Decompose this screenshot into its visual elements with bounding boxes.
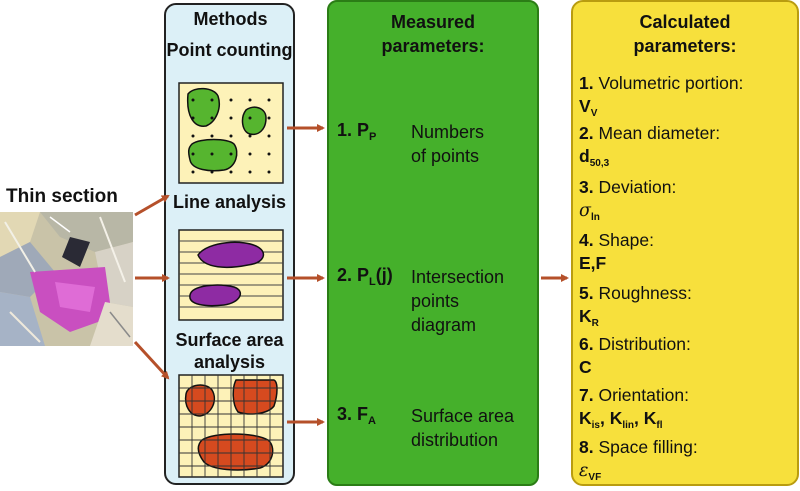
symbol-main: E,F — [579, 253, 607, 273]
item-number: 2. — [337, 265, 353, 285]
item-symbol: C — [579, 355, 794, 379]
item-subscript: L — [369, 276, 376, 288]
item-number: 4. — [579, 230, 594, 250]
line-analysis-label: Line analysis — [172, 192, 287, 212]
calculated-item-6: 6. Distribution: C — [579, 333, 794, 379]
thin-section-image — [0, 212, 133, 346]
desc-line: distribution — [411, 430, 499, 450]
item-number: 7. — [579, 385, 594, 405]
calculated-title-line2: parameters: — [633, 36, 737, 56]
calculated-parameters-title: Calculated parameters: — [571, 10, 799, 58]
item-name: Roughness: — [598, 283, 692, 303]
item-suffix: (j) — [375, 265, 393, 285]
calculated-title-line1: Calculated — [639, 12, 731, 32]
measured-item-2-code: 2. PL(j) — [337, 265, 393, 288]
measured-item-2-desc: Intersection points diagram — [411, 265, 504, 337]
symbol-subscript: 50,3 — [589, 158, 610, 169]
calculated-item-8: 8. Space filling: εVF — [579, 436, 794, 490]
point-counting-sample — [178, 82, 284, 184]
surface-area-label: Surface area analysis — [164, 329, 295, 373]
item-name: Space filling: — [598, 437, 698, 457]
symbol-subscript: is — [591, 420, 600, 431]
calculated-parameters-panel — [571, 0, 799, 486]
desc-line: Numbers — [411, 122, 485, 142]
calculated-item-3: 3. Deviation: σln — [579, 176, 794, 230]
item-symbol: εVF — [579, 458, 794, 490]
item-subscript: A — [368, 415, 376, 427]
calculated-item-1: 1. Volumetric portion: VV — [579, 72, 794, 126]
item-number: 6. — [579, 334, 594, 354]
item-name: Orientation: — [598, 385, 689, 405]
symbol-subscript: lin — [622, 420, 635, 431]
calculated-item-2: 2. Mean diameter: d50,3 — [579, 122, 794, 176]
item-name: Volumetric portion: — [598, 73, 744, 93]
measured-item-1-desc: Numbers of points — [411, 120, 484, 168]
item-number: 3. — [337, 404, 353, 424]
measured-parameters-title: Measured parameters: — [327, 10, 539, 58]
symbol-main: K — [609, 408, 623, 428]
line-analysis-sample — [178, 229, 284, 321]
item-number: 3. — [579, 177, 594, 197]
symbol-subscript: fl — [656, 420, 663, 431]
symbol-subscript: VF — [588, 472, 602, 483]
symbol-main: K — [643, 408, 657, 428]
desc-line: of points — [411, 146, 480, 166]
symbol-main: K — [579, 306, 592, 326]
item-symbol: d50,3 — [579, 144, 794, 176]
measured-title-line2: parameters: — [381, 36, 485, 56]
item-number: 1. — [337, 120, 353, 140]
item-number: 1. — [579, 73, 594, 93]
item-name: Distribution: — [598, 334, 691, 354]
symbol-main: ε — [579, 461, 589, 481]
symbol-subscript: R — [591, 318, 599, 329]
symbol-main: d — [579, 146, 590, 166]
point-counting-label: Point counting — [166, 40, 293, 60]
item-number: 2. — [579, 123, 594, 143]
surface-area-label-line1: Surface area — [175, 330, 284, 350]
item-name: Mean diameter: — [598, 123, 721, 143]
item-symbol: VV — [579, 94, 794, 126]
thin-section-label: Thin section — [6, 186, 118, 207]
arrow-thin-to-point — [134, 194, 170, 217]
item-symbol: P — [357, 120, 370, 140]
item-symbol: KR — [579, 304, 794, 336]
methods-title: Methods — [193, 9, 268, 29]
item-name: Deviation: — [598, 177, 677, 197]
item-symbol: E,F — [579, 251, 794, 275]
item-symbol: P — [357, 265, 370, 285]
item-name: Shape: — [598, 230, 654, 250]
calculated-item-7: 7. Orientation: Kis, Klin, Kfl — [579, 384, 794, 438]
item-symbol: Kis, Klin, Kfl — [579, 408, 663, 431]
item-number: 8. — [579, 437, 594, 457]
measured-item-1-code: 1. PP — [337, 120, 376, 143]
measured-parameters-panel — [327, 0, 539, 486]
item-subscript: P — [369, 131, 377, 143]
item-number: 5. — [579, 283, 594, 303]
calculated-item-5: 5. Roughness: KR — [579, 282, 794, 336]
desc-line: Intersection — [411, 267, 505, 287]
symbol-main: C — [579, 357, 592, 377]
calculated-item-4: 4. Shape: E,F — [579, 229, 794, 275]
item-symbol: F — [357, 404, 369, 424]
desc-line: Surface area — [411, 406, 515, 426]
measured-item-3-code: 3. FA — [337, 404, 376, 427]
symbol-main: K — [579, 408, 592, 428]
surface-area-label-line2: analysis — [193, 352, 266, 372]
measured-item-3-desc: Surface area distribution — [411, 404, 514, 452]
symbol-subscript: ln — [590, 212, 600, 223]
desc-line: diagram — [411, 315, 477, 335]
symbol-main: σ — [579, 201, 591, 221]
arrow-thin-to-surface — [133, 340, 170, 380]
measured-title-line1: Measured — [390, 12, 476, 32]
symbol-subscript: V — [590, 108, 598, 119]
desc-line: points — [411, 291, 460, 311]
item-symbol: σln — [579, 198, 794, 230]
surface-area-sample — [178, 374, 284, 478]
symbol-main: V — [579, 96, 591, 116]
